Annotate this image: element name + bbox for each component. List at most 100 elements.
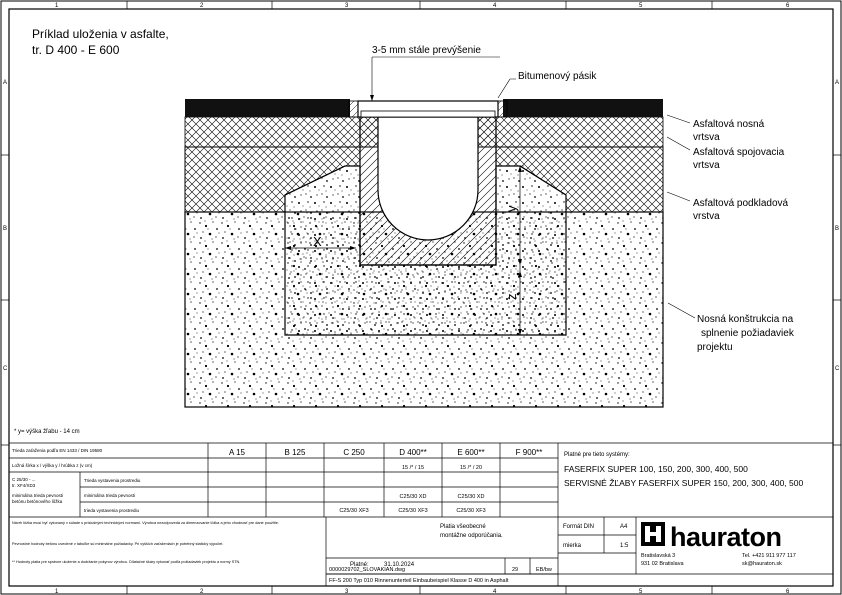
row-label-dimensions: Ložná šírka x / výška y / hrúbka z (v cm… — [12, 463, 93, 468]
revision: 29 — [512, 567, 518, 573]
row-label-concrete-b: tr. XF4/XD3 — [12, 483, 36, 488]
dimension-z: z — [504, 265, 522, 335]
row-label-concrete-a: C 25/30 - ... — [12, 477, 36, 482]
dimension-z-label: z — [504, 294, 519, 301]
title-block-text: Formát DIN A4 mierka 1:5 Platné: 31.10.2… — [329, 524, 796, 584]
asphalt-surface-left — [185, 99, 350, 117]
dimension-y-label: y — [504, 205, 519, 212]
col-number: 6 — [786, 589, 790, 595]
row-letter: A — [835, 80, 839, 86]
class-b125: B 125 — [285, 448, 306, 457]
label-overheight: 3-5 mm stále prevýšenie — [372, 45, 481, 56]
note-3: ** Hodnoty platia pre správne uloženie a… — [12, 560, 240, 564]
asphalt-binder-layer-right — [495, 116, 664, 148]
validity-note-b: montážne odporúčania. — [440, 533, 503, 539]
dims-d400: 15 /* / 15 — [402, 465, 424, 471]
col-number: 2 — [200, 589, 204, 595]
title-block-grid — [325, 517, 833, 586]
hauraton-logo-icon — [641, 522, 665, 546]
author: EB/bw — [536, 567, 552, 573]
spec-table-classes: A 15 B 125 C 250 D 400** E 600** F 900** — [229, 448, 542, 457]
sub-row-exposure: Trieda vystavenia prostrediu — [84, 478, 141, 483]
bitumen-strip-right — [497, 100, 508, 118]
note-2: Pevnostné hodnoty betónu uvedené v tabuľ… — [12, 542, 223, 546]
asphalt-binder-layer-left — [184, 116, 361, 148]
format-label: Formát DIN — [563, 524, 594, 530]
class-e600: E 600** — [457, 448, 484, 457]
note-1: Návrh lôžka musí byť vykonaný v súlade s… — [12, 521, 279, 525]
sub-row-strength: minimálna trieda pevnosti — [84, 493, 135, 498]
row-letter: C — [835, 366, 840, 372]
row-label-load-class: Trieda zaťaženia podľa EN 1433 / DIN 195… — [12, 448, 103, 453]
frame-column-numbers: 1 2 3 4 5 6 1 2 3 4 5 6 — [55, 3, 790, 595]
col-number: 1 — [55, 3, 59, 9]
col-number: 4 — [493, 589, 497, 595]
row-label-concrete-d: betónu betónového lôžka — [12, 499, 63, 504]
system-line-1: FASERFIX SUPER 100, 150, 200, 300, 400, … — [564, 464, 748, 474]
scale-label: mierka — [563, 543, 582, 549]
label-supporting-structure: Nosná konštrukcia na — [697, 314, 794, 325]
class-d400: D 400** — [399, 448, 427, 457]
class-c250: C 250 — [343, 448, 365, 457]
address-line-1: Bratislavská 3 — [641, 553, 675, 559]
class-f900: F 900** — [516, 448, 543, 457]
spec-table-values: 15 /* / 15 15 /* / 20 C25/30 XD C25/30 X… — [339, 465, 485, 514]
xd-e600: C25/30 XD — [458, 494, 485, 500]
dimension-x: X — [285, 234, 356, 250]
date-label: Platné: — [350, 562, 369, 568]
col-number: 3 — [345, 589, 349, 595]
notes-block: Návrh lôžka musí byť vykonaný v súlade s… — [12, 521, 279, 564]
frame-row-letters: A B C A B C — [3, 80, 840, 372]
col-number: 1 — [55, 589, 59, 595]
label-asphalt-binder-2: vrtsva — [693, 160, 720, 171]
row-label-concrete-c: minimálna trieda pevnosti — [12, 493, 63, 498]
col-number: 6 — [786, 3, 790, 9]
asphalt-surface-right — [503, 99, 663, 117]
label-bitumen-strip: Bitumenový pásik — [518, 71, 597, 82]
address-line-2: 931 02 Bratislava — [641, 561, 684, 567]
row-letter: A — [3, 80, 7, 86]
label-asphalt-base-2: vrstva — [693, 211, 720, 222]
cross-section — [184, 99, 664, 408]
sub-row-exposure-2: trieda vystavenia prostrediu — [84, 508, 140, 513]
bitumen-strip-left — [348, 100, 359, 118]
row-letter: B — [835, 226, 839, 232]
col-number: 3 — [345, 3, 349, 9]
system-line-2: SERVISNÉ ŽĽABY FASERFIX SUPER 150, 200, … — [564, 478, 804, 488]
xf-d400: C25/30 XF3 — [398, 508, 427, 514]
drawing-number: 0000029702_SLOVAKIAN.dwg — [329, 567, 405, 573]
company-logo-text: hauraton — [670, 522, 782, 552]
row-letter: B — [3, 226, 7, 232]
label-asphalt-surface-2: vrtsva — [693, 132, 720, 143]
footnote: * y= výška žľabu - 14 cm — [14, 429, 80, 435]
xf-c250: C25/30 XF3 — [339, 508, 368, 514]
drawing-title-line2: tr. D 400 - E 600 — [32, 43, 120, 57]
col-number: 5 — [639, 3, 643, 9]
spec-table-row-labels: Trieda zaťaženia podľa EN 1433 / DIN 195… — [12, 448, 141, 513]
date-value: 31.10.2024 — [384, 562, 415, 568]
row-letter: C — [3, 366, 8, 372]
drawing-description: FF-S 200 Typ 010 Rinnenunterteil Einbaub… — [329, 578, 509, 584]
label-supporting-structure-3: projektu — [697, 342, 733, 353]
spec-table-grid — [9, 442, 833, 586]
label-asphalt-binder: Asfaltová spojovacia — [693, 147, 785, 158]
col-number: 5 — [639, 589, 643, 595]
dimension-x-label: X — [313, 234, 322, 249]
systems-label: Platné pre tieto systémy: — [564, 452, 630, 458]
label-asphalt-surface: Asfaltová nosná — [693, 119, 765, 130]
label-supporting-structure-2: splnenie požiadaviek — [701, 328, 795, 339]
drawing-title-line1: Príklad uloženia v asfalte, — [32, 27, 169, 41]
channel-inner-bowl — [377, 116, 479, 241]
callout-lines — [371, 56, 696, 319]
email: sk@hauraton.sk — [742, 561, 782, 567]
label-asphalt-base: Asfaltová podkladová — [693, 198, 789, 209]
dims-e600: 15 /* / 20 — [460, 465, 482, 471]
xf-e600: C25/30 XF3 — [456, 508, 485, 514]
xd-d400: C25/30 XD — [400, 494, 427, 500]
phone: Tel. +421 911 977 117 — [742, 553, 796, 559]
col-number: 2 — [200, 3, 204, 9]
format-value: A4 — [620, 524, 628, 530]
dimension-y: y — [496, 165, 524, 265]
